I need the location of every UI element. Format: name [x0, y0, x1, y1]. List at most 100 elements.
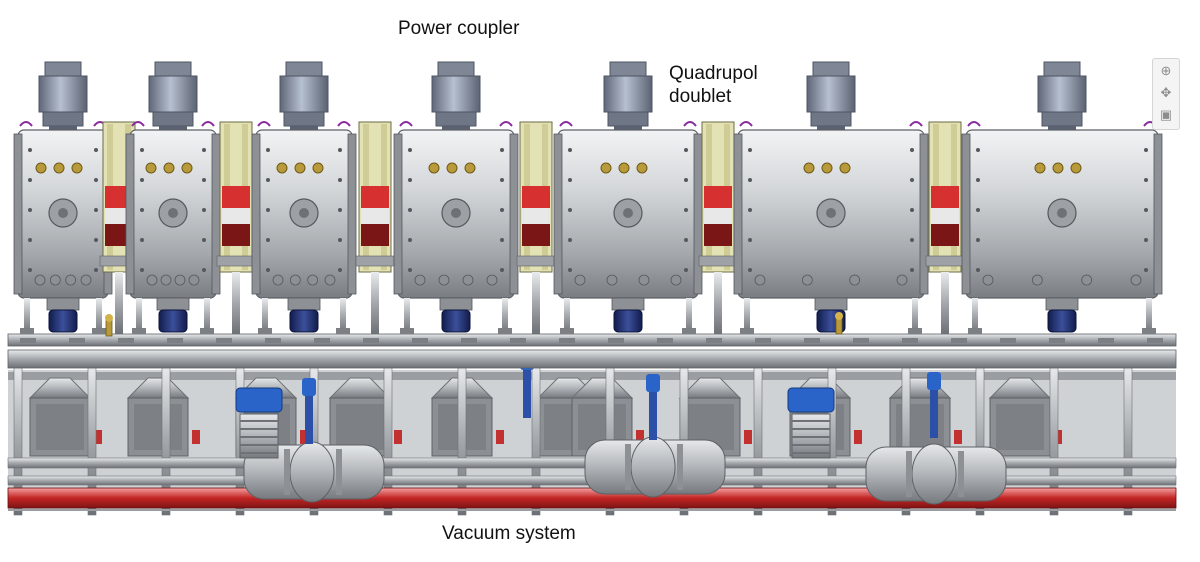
- rim-bolt: [28, 238, 32, 242]
- power-coupler-body: [806, 75, 856, 113]
- quadrupole-coil-lower: [704, 224, 732, 246]
- turbo-fin: [240, 428, 278, 430]
- bottom-port: [486, 274, 498, 286]
- bottom-port: [34, 274, 46, 286]
- quadrupole-coil-lower: [931, 224, 959, 246]
- brass-fitting: [1070, 162, 1082, 174]
- brass-fitting: [71, 162, 83, 174]
- cryo-bellows: [441, 309, 471, 333]
- bottom-port: [65, 274, 77, 286]
- quadrupole-doublet: [516, 121, 556, 334]
- rim-bolt: [748, 148, 752, 152]
- pan-icon[interactable]: ✥: [1160, 85, 1172, 100]
- quadrupole-support: [232, 272, 240, 334]
- cable-clip: [683, 121, 697, 127]
- rim-bolt: [684, 208, 688, 212]
- rim-bolt: [140, 268, 144, 272]
- cable-clip: [201, 121, 215, 127]
- bottom-port: [146, 274, 158, 286]
- rim-bolt: [500, 148, 504, 152]
- valve-head: [927, 372, 941, 390]
- cavity-foot: [258, 328, 272, 334]
- bottom-port: [324, 274, 336, 286]
- quadrupole-support: [714, 272, 722, 334]
- beam-clamp: [804, 338, 820, 343]
- bottom-port: [754, 274, 766, 286]
- power-coupler-top: [1043, 61, 1081, 77]
- quadrupole-coil-upper: [704, 186, 732, 208]
- cavity-foot: [498, 328, 512, 334]
- pump-housing-tag: [954, 430, 962, 444]
- cavity-leg: [1146, 298, 1152, 334]
- rim-bolt: [94, 178, 98, 182]
- ion-pump-flange: [289, 441, 335, 503]
- pump-housing-tag: [394, 430, 402, 444]
- cavity-module: [961, 61, 1163, 334]
- rim-bolt: [202, 178, 206, 182]
- power-coupler-flange: [1041, 111, 1083, 127]
- rim-bolt: [408, 238, 412, 242]
- beam-clamp: [559, 338, 575, 343]
- cavity-leg: [972, 298, 978, 334]
- cavity-flange-left: [393, 133, 403, 295]
- rim-bolt: [94, 148, 98, 152]
- cryo-bellows: [613, 309, 643, 333]
- rim-bolt: [408, 178, 412, 182]
- cavity-neck: [1045, 297, 1079, 311]
- cavity-center-bolt: [1057, 208, 1067, 218]
- power-coupler-top: [44, 61, 82, 77]
- sensor-cap: [835, 312, 843, 320]
- rim-bolt: [1144, 148, 1148, 152]
- bottom-port: [188, 274, 200, 286]
- bottom-port: [160, 274, 172, 286]
- rim-bolt: [338, 178, 342, 182]
- cavity-foot: [908, 328, 922, 334]
- pump-housing: [28, 377, 102, 457]
- ion-pump-rib: [906, 451, 912, 497]
- beam-clamp: [461, 338, 477, 343]
- quadrupole-gap: [931, 208, 959, 224]
- beam-clamp: [1098, 338, 1114, 343]
- rim-bolt: [1144, 178, 1148, 182]
- cable-clip: [967, 121, 981, 127]
- turbo-fin: [240, 436, 278, 438]
- cavity-leg: [744, 298, 750, 334]
- zoom-in-icon[interactable]: ⊕: [1160, 63, 1172, 78]
- quadrupol-label-line2: doublet: [669, 86, 732, 107]
- cryo-bellows: [1047, 309, 1077, 333]
- brass-fitting: [1034, 162, 1046, 174]
- beam-clamp: [1049, 338, 1065, 343]
- quadrupole-gap: [522, 208, 550, 224]
- cavity-flange-left: [125, 133, 135, 295]
- rim-bolt: [28, 208, 32, 212]
- cryo-bellows: [158, 309, 188, 333]
- cavity-foot: [682, 328, 696, 334]
- cavity-module: [13, 61, 113, 334]
- power-coupler-flange: [283, 111, 325, 127]
- beam-sensor: [105, 314, 113, 337]
- cavity-foot: [200, 328, 214, 334]
- beam-clamp: [510, 338, 526, 343]
- cavity-module: [393, 61, 519, 334]
- fit-view-icon[interactable]: ▣: [1159, 107, 1173, 122]
- pump-housing-tag: [300, 430, 308, 444]
- cavity-foot: [400, 328, 414, 334]
- rim-bolt: [568, 238, 572, 242]
- sensor-cap: [105, 314, 113, 322]
- cavity-flange-right: [509, 133, 519, 295]
- cavity-leg: [136, 298, 142, 334]
- cavity-leg: [262, 298, 268, 334]
- ion-pump-rib: [677, 444, 683, 490]
- quadrupole-doublet: [216, 121, 256, 334]
- quadrupole-gap: [361, 208, 389, 224]
- cable-clip: [19, 121, 33, 127]
- rim-bolt: [684, 238, 688, 242]
- cavity-flange-left: [733, 133, 743, 295]
- pump-housing-tag: [854, 430, 862, 444]
- support-beam-upper: [7, 333, 1177, 347]
- cavity-flange-left: [13, 133, 23, 295]
- rim-bolt: [910, 148, 914, 152]
- quadrupole-support: [115, 272, 123, 334]
- pump-housing-panel: [336, 404, 384, 450]
